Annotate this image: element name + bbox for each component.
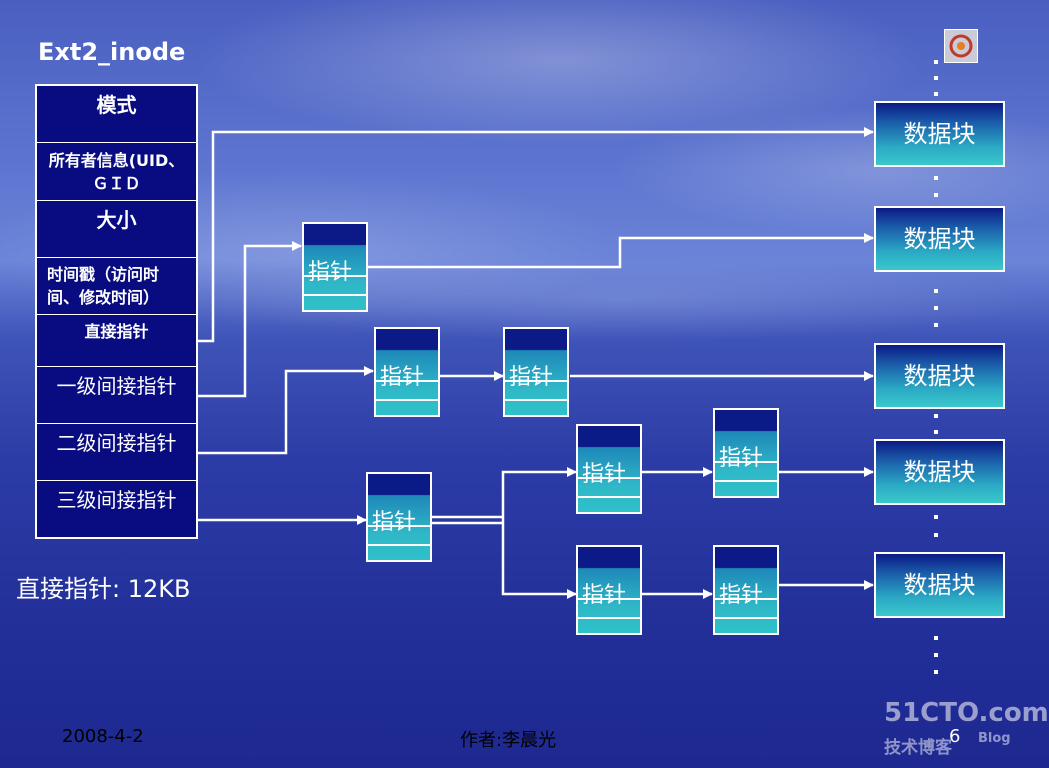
watermark-sub: 技术博客 bbox=[884, 738, 952, 758]
pointer-label: 指针 bbox=[719, 583, 764, 608]
pointer-box-triple-1: 指针 bbox=[366, 472, 432, 562]
inode-field-timestamp: 时间戳（访问时 间、修改时间） bbox=[37, 258, 196, 315]
pointer-label: 指针 bbox=[719, 446, 764, 471]
arrow-pointer-to-block-2 bbox=[368, 233, 874, 269]
pointer-label: 指针 bbox=[372, 510, 417, 535]
footer-author: 作者:李晨光 bbox=[460, 730, 557, 751]
pointer-box-double-1: 指针 bbox=[374, 327, 440, 417]
inode-field-size: 大小 bbox=[37, 201, 196, 258]
direct-pointer-note: 直接指针: 12KB bbox=[16, 575, 191, 603]
slide-title: Ext2_inode bbox=[38, 38, 186, 66]
data-block-2: 数据块 bbox=[874, 206, 1005, 272]
data-block-4: 数据块 bbox=[874, 439, 1005, 505]
data-block-5: 数据块 bbox=[874, 552, 1005, 618]
connector-lines bbox=[198, 127, 874, 599]
arrow-single-to-pointer bbox=[198, 241, 302, 398]
inode-field-mode: 模式 bbox=[37, 86, 196, 143]
pointer-label: 指针 bbox=[308, 260, 353, 285]
inode-field-double-indirect: 二级间接指针 bbox=[37, 424, 196, 481]
page-number: 6 bbox=[949, 726, 961, 747]
watermark-site: 51CTO.com bbox=[884, 698, 1049, 728]
pointer-box-triple-2b: 指针 bbox=[576, 545, 642, 635]
inode-field-owner: 所有者信息(UID、 ＧＩＤ bbox=[37, 143, 196, 201]
footer-date: 2008-4-2 bbox=[62, 726, 144, 747]
pointer-box-double-2: 指针 bbox=[503, 327, 569, 417]
logo-icon bbox=[944, 29, 978, 63]
pointer-label: 指针 bbox=[582, 462, 627, 487]
inode-field-triple-indirect: 三级间接指针 bbox=[56, 488, 177, 512]
pointer-box-triple-3b: 指针 bbox=[713, 545, 779, 635]
arrow-branch-lower bbox=[501, 520, 577, 599]
inode-field-direct-pointer: 直接指针 bbox=[37, 315, 196, 367]
pointer-box-triple-2a: 指针 bbox=[576, 424, 642, 514]
arrow-double-to-pointer bbox=[198, 366, 374, 455]
inode-table: 模式 所有者信息(UID、 ＧＩＤ 大小 时间戳（访问时 间、修改时间） 直接指… bbox=[35, 84, 198, 539]
data-block-3: 数据块 bbox=[874, 343, 1005, 409]
pointer-box-triple-3a: 指针 bbox=[713, 408, 779, 498]
watermark-blog: Blog bbox=[978, 731, 1011, 746]
pointer-box-single: 指针 bbox=[302, 222, 368, 312]
pointer-label: 指针 bbox=[582, 583, 627, 608]
pointer-label: 指针 bbox=[380, 365, 425, 390]
data-block-1: 数据块 bbox=[874, 101, 1005, 167]
inode-field-single-indirect: 一级间接指针 bbox=[37, 367, 196, 424]
arrow-branch-upper bbox=[501, 467, 577, 520]
arrow-direct-to-block bbox=[198, 127, 874, 343]
pointer-label: 指针 bbox=[509, 365, 554, 390]
